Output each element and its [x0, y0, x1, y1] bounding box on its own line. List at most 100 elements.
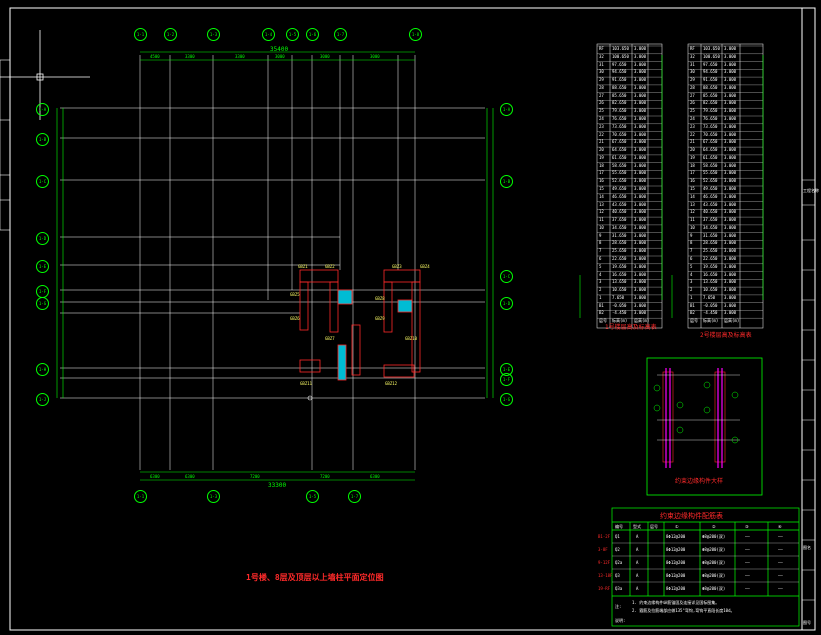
level-row-floor: 21 — [599, 139, 604, 145]
axis-bubble-bottom: 1-3 — [207, 490, 220, 503]
level-row-height: 3.000 — [634, 302, 647, 308]
level-row-height: 3.000 — [634, 201, 647, 207]
level-row-floor: 16 — [690, 178, 695, 184]
level-row-floor: B2 — [690, 310, 695, 316]
level-table-caption: 1号楼层高及标高表 — [605, 324, 657, 331]
level-row-height: 3.000 — [724, 131, 737, 137]
level-row-floor: 25 — [599, 108, 604, 114]
level-row-height: 3.000 — [634, 217, 647, 223]
level-row-elevation: 10.650 — [703, 287, 718, 293]
level-table-footer-cell: 层号 — [599, 318, 607, 324]
svg-text:GBZ12: GBZ12 — [385, 381, 398, 386]
level-table-footer-cell: 标高(m) — [612, 318, 628, 324]
rebar-row-col4: —— — [778, 586, 783, 591]
level-row-floor: 7 — [599, 248, 602, 254]
plan-grid-vertical — [139, 55, 416, 470]
level-row-elevation: 40.650 — [612, 209, 627, 215]
rebar-row-type: A — [636, 573, 639, 578]
dimension-text-top: 3000 — [320, 54, 330, 59]
level-row-elevation: 103.650 — [612, 46, 629, 51]
level-row-height: 3.000 — [634, 116, 647, 121]
rebar-row-floor: 19-RF — [598, 586, 611, 591]
level-row-floor: 22 — [599, 131, 604, 137]
axis-bubble-top: 1-8 — [409, 28, 422, 41]
level-row-elevation: 76.650 — [612, 116, 627, 121]
level-row-height: 3.000 — [724, 139, 737, 145]
level-row-elevation: 88.650 — [612, 84, 627, 90]
rebar-table-frame — [611, 507, 800, 627]
level-row-height: 3.000 — [634, 240, 647, 246]
level-row-floor: 4 — [599, 271, 602, 277]
axis-bubble-left: 1-E — [36, 260, 49, 273]
level-row-elevation: 73.650 — [703, 123, 718, 129]
rebar-row-col3: —— — [745, 547, 750, 552]
level-row-height: 3.000 — [724, 116, 737, 121]
level-row-height: 3.000 — [634, 271, 647, 277]
rebar-header-cell: ③ — [745, 524, 749, 529]
level-row-floor: 24 — [599, 116, 604, 121]
level-table-footer-cell: 标高(m) — [703, 318, 719, 324]
level-row-height: 3.000 — [634, 263, 647, 269]
level-row-elevation: 82.650 — [703, 100, 718, 106]
level-row-floor: 28 — [690, 84, 695, 90]
axis-bubble-left: 1-G — [36, 297, 49, 310]
level-row-height: 3.000 — [724, 271, 737, 277]
level-row-height: 3.000 — [634, 209, 647, 215]
rebar-row-col1: 8Φ12@200 — [666, 534, 686, 539]
level-row-elevation: 16.650 — [612, 271, 627, 277]
rebar-row-col1: 8Φ12@200 — [666, 547, 686, 552]
level-row-height: 3.000 — [724, 108, 737, 114]
level-row-floor: 18 — [690, 162, 695, 168]
title-block-frame — [802, 179, 815, 601]
level-row-height: 3.000 — [634, 224, 647, 230]
level-row-height: 3.000 — [724, 178, 737, 184]
rebar-row-col1: 8Φ12@200 — [666, 586, 686, 591]
axis-bubble-left: 1-A — [36, 103, 49, 116]
level-row-height: 3.000 — [634, 248, 647, 254]
level-row-height: 3.000 — [724, 77, 737, 83]
level-row-elevation: 64.650 — [612, 147, 627, 153]
plan-caption: 1号楼、8层及顶层以上墙柱平面定位图 — [246, 573, 384, 582]
axis-bubble-right: 1-D — [500, 297, 513, 310]
level-row-height: 3.000 — [724, 302, 737, 308]
level-row-height: 3.000 — [724, 53, 737, 59]
level-row-height: 3.000 — [724, 154, 737, 160]
level-row-elevation: 22.650 — [612, 256, 627, 261]
rebar-header-cell: ④ — [778, 524, 782, 529]
axis-bubble-right: 1-A — [500, 103, 513, 116]
axis-bubble-left: 1-J — [36, 393, 49, 406]
level-row-height: 3.000 — [634, 162, 647, 168]
axis-bubble-top: 1-2 — [164, 28, 177, 41]
level-row-floor: 17 — [599, 170, 604, 176]
axis-bubble-bottom: 1-1 — [134, 490, 147, 503]
level-row-height: 3.000 — [634, 139, 647, 145]
rebar-row-col2: Φ8@200(双) — [702, 547, 726, 552]
level-row-floor: 14 — [599, 193, 604, 199]
level-row-elevation: 76.650 — [703, 116, 718, 121]
level-row-height: 3.000 — [724, 310, 737, 316]
level-row-floor: 11 — [599, 217, 604, 223]
level-row-elevation: 88.650 — [703, 84, 718, 90]
level-row-height: 3.000 — [634, 186, 647, 191]
level-row-floor: 12 — [599, 209, 604, 215]
level-table-brackets — [579, 55, 764, 318]
level-row-floor: 15 — [599, 186, 604, 191]
level-row-height: 3.000 — [634, 61, 647, 67]
level-row-floor: 30 — [690, 69, 695, 75]
level-row-elevation: 64.650 — [703, 147, 718, 153]
rebar-row-floor: 13-18F — [598, 573, 613, 578]
level-row-floor: 3 — [599, 279, 602, 285]
level-row-elevation: 55.650 — [703, 170, 718, 176]
binding-strip — [0, 59, 11, 231]
level-row-floor: 1 — [599, 294, 602, 300]
bottom-total-dimension: 33300 — [268, 482, 287, 489]
detail-caption: 约束边缘构件大样 — [675, 478, 724, 485]
level-row-height: 3.000 — [634, 193, 647, 199]
rebar-row-floor: B1-2F — [598, 534, 611, 539]
level-row-elevation: 43.650 — [703, 201, 718, 207]
rebar-header-cell: 编号 — [615, 524, 623, 529]
rebar-row-col3: —— — [745, 573, 750, 578]
svg-text:GBZ5: GBZ5 — [290, 292, 300, 297]
level-row-floor: 18 — [599, 162, 604, 168]
